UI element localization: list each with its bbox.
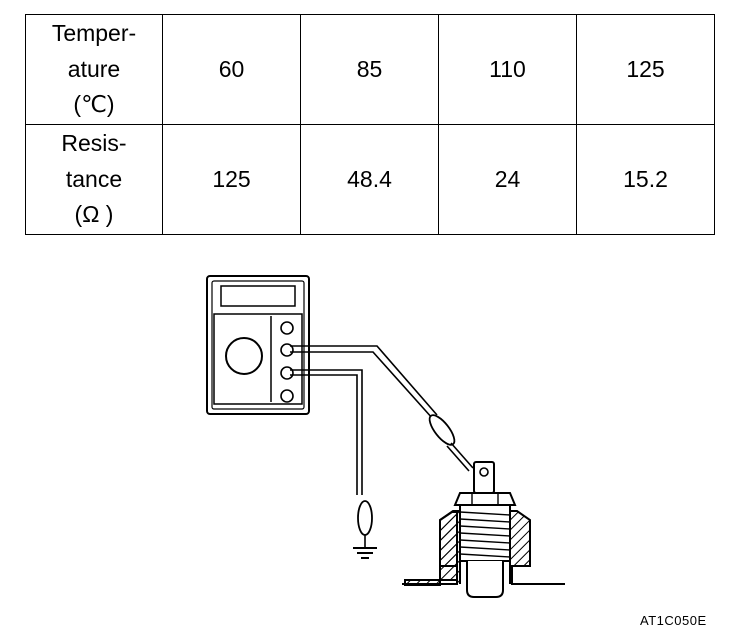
header-line: (Ω ) [74,201,114,228]
table-cell: 15.2 [576,124,715,235]
table-cell: 125 [162,124,301,235]
table-cell: 125 [576,14,715,125]
table-cell: 48.4 [300,124,439,235]
header-line: Temper- [51,20,137,47]
header-line: (℃) [73,91,115,118]
ground-probe-icon [357,500,373,548]
header-line: ature [67,55,121,82]
row-header-resistance: Resis- tance (Ω ) [25,124,163,235]
sensor-lead [290,345,438,420]
spec-table: Temper- ature (℃) 60 85 110 125 Resis- t… [25,14,715,235]
table-cell: 24 [438,124,577,235]
row-header-temperature: Temper- ature (℃) [25,14,163,125]
figure-code: AT1C050E [640,613,707,628]
header-line: tance [65,165,123,192]
ground-symbol-icon [353,547,377,559]
table-row-resistance: Resis- tance (Ω ) 125 48.4 24 15.2 [25,124,715,235]
temperature-sensor-icon [402,461,565,598]
table-cell: 85 [300,14,439,125]
test-probe-icon [428,414,474,472]
multimeter-icon [206,275,310,415]
header-line: Resis- [61,130,127,157]
ground-lead [290,369,363,495]
table-row-temperature: Temper- ature (℃) 60 85 110 125 [25,14,715,125]
